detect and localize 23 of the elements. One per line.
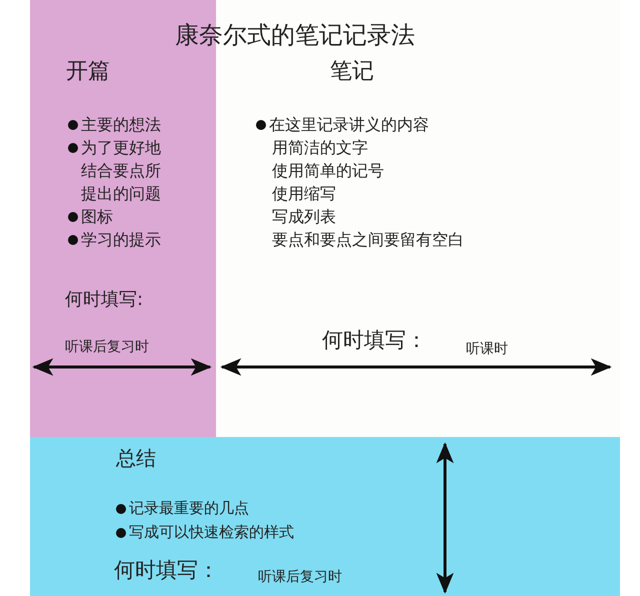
section-heading: 总结 <box>116 447 156 470</box>
section-heading: 开篇 <box>66 60 110 83</box>
list-item: 要点和要点之间要留有空白 <box>272 229 464 251</box>
list-item: 为了更好地结合要点所提出的问题 <box>81 137 162 205</box>
list-item: 使用缩写 <box>272 183 336 205</box>
when-text: 听课时 <box>466 340 508 359</box>
list-item: 在这里记录讲义的内容 <box>269 114 429 136</box>
when-text: 听课后复习时 <box>258 568 342 587</box>
list-item: 写成列表 <box>272 206 336 228</box>
list-item: 使用简单的记号 <box>272 160 384 182</box>
list-item: 图标 <box>81 206 113 228</box>
summary-panel <box>30 437 620 596</box>
list-item: 主要的想法 <box>81 114 161 136</box>
when-text: 听课后复习时 <box>65 338 149 357</box>
list-item: 记录最重要的几点 <box>129 498 249 519</box>
list-item: 用简洁的文字 <box>272 137 368 159</box>
list-item: 学习的提示 <box>81 229 161 251</box>
title: 康奈尔式的笔记记录法 <box>175 20 415 50</box>
section-heading: 笔记 <box>330 60 374 83</box>
when-label: 何时填写： <box>114 559 219 582</box>
when-label: 何时填写： <box>322 329 427 352</box>
when-label: 何时填写: <box>65 288 144 311</box>
list-item: 写成可以快速检索的样式 <box>129 522 294 543</box>
